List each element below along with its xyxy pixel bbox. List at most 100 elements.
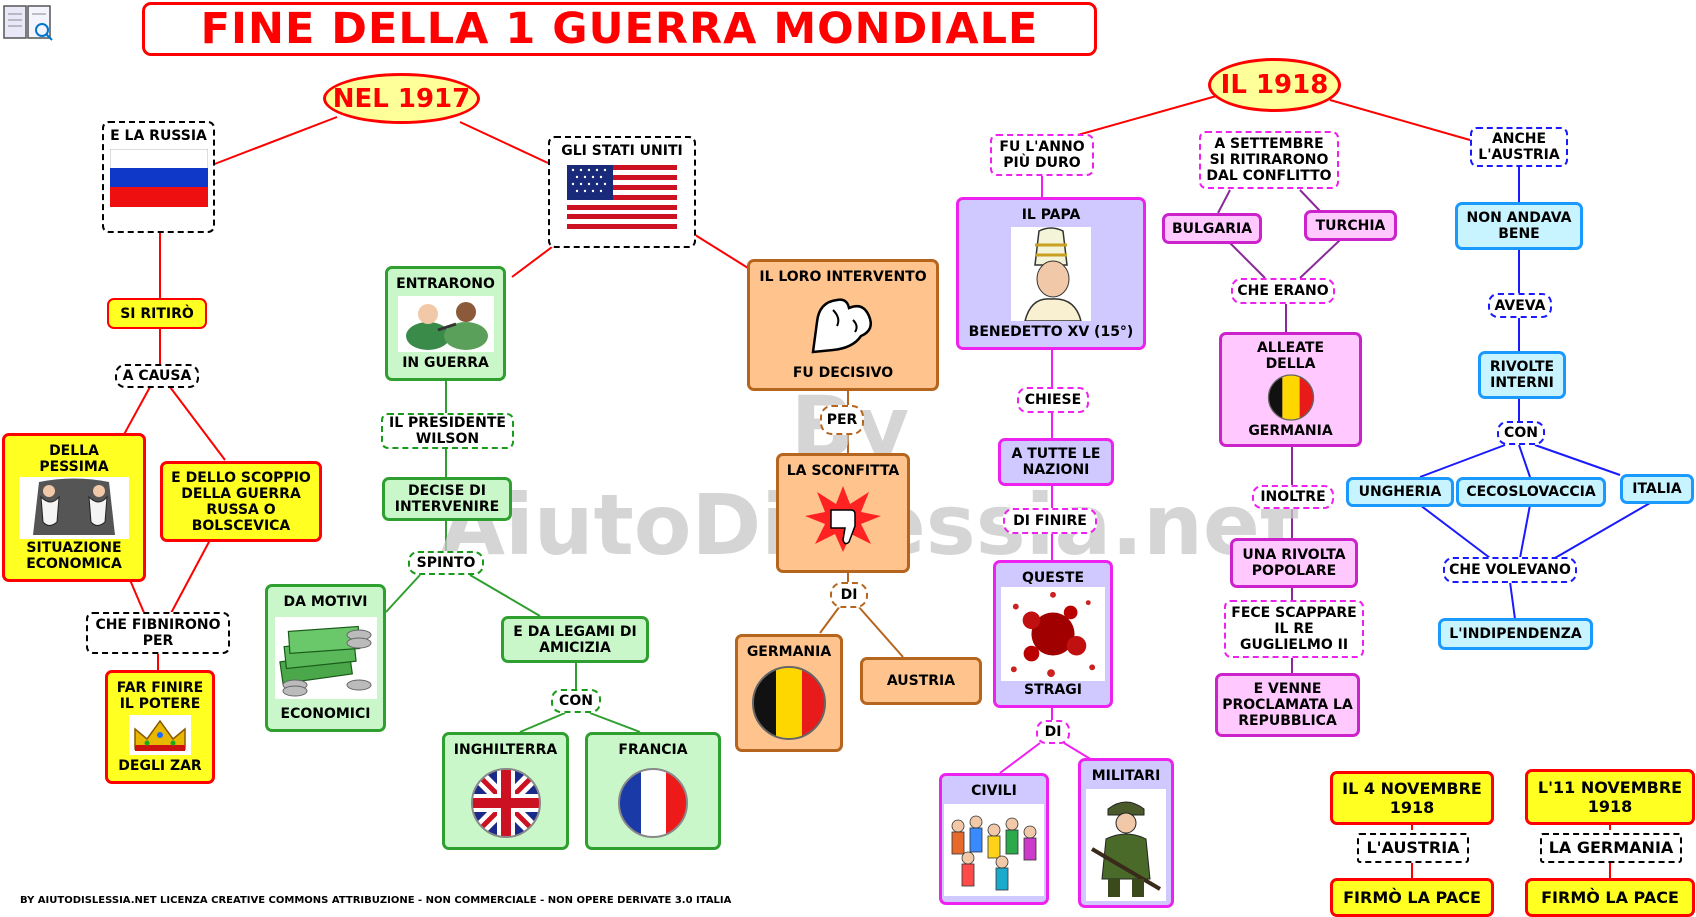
stragi-top: QUESTE [1021,570,1085,586]
far-finire-bottom: DEGLI ZAR [118,758,202,774]
stragi-bottom: STRAGI [1024,682,1082,698]
decise-box: DECISE DI INTERVENIRE [382,477,512,521]
russia-flag-icon [109,149,208,207]
sconfitta-box: LA SCONFITTA [776,453,910,573]
che-volevano-label: CHE VOLEVANO [1443,557,1577,583]
nov11-box: L'11 NOVEMBRE 1918 [1525,769,1695,825]
crown-icon [129,715,191,755]
pope-icon [1011,226,1091,321]
civilians-icon [944,804,1044,896]
che-finirono-label: CHE FIBNIRONO PER [86,612,230,654]
aveva-label: AVEVA [1488,293,1552,318]
di-label-1918: DI [1036,720,1070,744]
rivolte-box: RIVOLTE INTERNI [1478,351,1566,399]
france-flag-icon [618,768,688,838]
intervento-box: IL LORO INTERVENTO FU DECISIVO [747,259,939,391]
pessima-bottom: SITUAZIONE ECONOMICA [26,540,122,572]
muscle-arm-icon [811,298,872,354]
motivi-box: DA MOTIVI ECONOMICI [265,584,386,732]
papa-box: IL PAPA BENEDETTO XV (15°) [956,197,1146,350]
germania-box: GERMANIA [735,634,843,752]
scoppio-box: E DELLO SCOPPIO DELLA GUERRA RUSSA O BOL… [160,461,322,542]
motivi-bottom: ECONOMICI [280,706,371,722]
intervento-top: IL LORO INTERVENTO [759,269,927,285]
entrarono-bottom: IN GUERRA [402,355,489,371]
entrarono-box: ENTRARONO IN GUERRA [385,266,506,381]
germany-flag-icon [1267,374,1314,421]
blood-splatter-icon [1001,587,1105,681]
sconfitta-label: LA SCONFITTA [786,463,900,479]
venne-box: E VENNE PROCLAMATA LA REPUBBLICA [1215,673,1360,737]
francia-box: FRANCIA [585,732,721,850]
francia-label: FRANCIA [618,742,688,758]
russia-box: E LA RUSSIA [102,121,215,233]
austria-box: AUSTRIA [860,657,982,705]
inghilterra-label: INGHILTERRA [453,742,558,758]
soldiers-icon [397,295,494,352]
usa-box: GLI STATI UNITI [548,136,696,248]
con-label-1918: CON [1497,421,1545,445]
di-label-1917: DI [830,582,868,608]
a-causa-label: A CAUSA [115,364,199,388]
militari-box: MILITARI [1078,758,1174,908]
rivolta-box: UNA RIVOLTA POPOLARE [1230,538,1358,588]
si-ritiro-box: SI RITIRÒ [107,298,207,329]
alleate-box: ALLEATE DELLA GERMANIA [1219,332,1362,447]
book-logo-icon [3,5,53,41]
alleate-top: ALLEATE DELLA [1256,340,1325,372]
papa-bottom: BENEDETTO XV (15°) [968,324,1134,340]
stragi-box: QUESTE STRAGI [993,560,1113,708]
che-erano-label: CHE ERANO [1231,278,1335,304]
year-1917-ellipse: NEL 1917 [323,73,480,124]
fece-label: FECE SCAPPARE IL RE GUGLIELMO II [1224,600,1364,658]
germania-label: GERMANIA [746,644,832,660]
alleate-bottom: GERMANIA [1248,423,1333,439]
inghilterra-box: INGHILTERRA [442,732,569,850]
page-title: FINE DELLA 1 GUERRA MONDIALE [142,2,1097,56]
motivi-top: DA MOTIVI [283,594,368,610]
con-label-1917: CON [551,689,601,713]
italia-box: ITALIA [1620,474,1694,504]
pessima-top: DELLA PESSIMA [39,443,109,475]
money-icon [274,617,377,699]
presidente-label: IL PRESIDENTE WILSON [381,413,514,449]
empty-pockets-icon [19,476,129,539]
laustria-label: L'AUSTRIA [1357,833,1469,863]
non-andava-box: NON ANDAVA BENE [1455,202,1583,250]
license-footer: BY AIUTODISLESSIA.NET LICENZA CREATIVE C… [20,895,732,906]
firmo-pace-2: FIRMÒ LA PACE [1525,878,1695,917]
thumbs-down-icon [805,486,881,552]
usa-flag-icon [567,165,677,229]
far-finire-box: FAR FINIRE IL POTERE DEGLI ZAR [105,670,215,784]
nazioni-box: A TUTTE LE NAZIONI [998,438,1114,486]
militari-label: MILITARI [1091,768,1161,784]
nov4-box: IL 4 NOVEMBRE 1918 [1330,771,1494,825]
inoltre-label: INOLTRE [1252,485,1334,509]
cecoslovacchia-box: CECOSLOVACCIA [1456,477,1606,507]
legami-box: E DA LEGAMI DI AMICIZIA [501,616,649,663]
ungheria-box: UNGHERIA [1346,477,1454,507]
lagermania-label: LA GERMANIA [1540,833,1682,863]
anche-austria-label: ANCHE L'AUSTRIA [1470,127,1568,167]
anno-duro-label: FU L'ANNO PIÙ DURO [990,134,1094,176]
intervento-bottom: FU DECISIVO [792,365,894,381]
year-1918-ellipse: IL 1918 [1208,58,1341,112]
papa-top: IL PAPA [1021,207,1081,223]
entrarono-top: ENTRARONO [396,276,495,292]
russia-label: E LA RUSSIA [110,128,207,144]
indipendenza-box: L'INDIPENDENZA [1438,618,1593,650]
bulgaria-box: BULGARIA [1162,213,1262,244]
germany-flag-icon [752,666,826,740]
pessima-box: DELLA PESSIMA SITUAZIONE ECONOMICA [2,433,146,582]
civili-box: CIVILI [939,773,1049,905]
di-finire-label: DI FINIRE [1003,508,1097,534]
firmo-pace-1: FIRMÒ LA PACE [1330,878,1494,917]
far-finire-top: FAR FINIRE IL POTERE [116,680,204,712]
turchia-box: TURCHIA [1304,210,1397,241]
per-label: PER [820,405,864,435]
usa-label: GLI STATI UNITI [561,143,683,159]
chiese-label: CHIESE [1017,387,1089,413]
uk-flag-icon [470,768,541,838]
spinto-label: SPINTO [408,551,484,575]
